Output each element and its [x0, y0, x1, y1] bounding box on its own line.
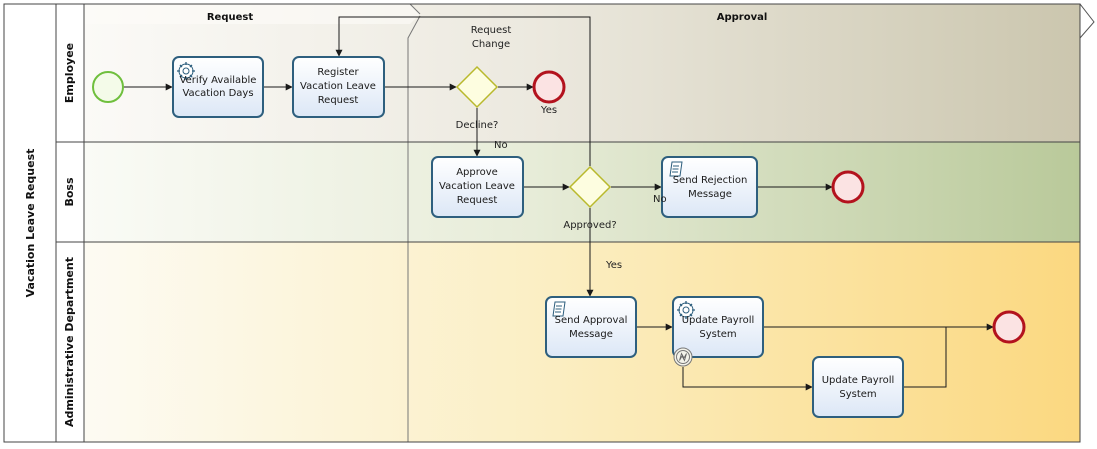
- phase-approval-label: Approval: [717, 12, 768, 23]
- pool-title: Vacation Leave Request: [24, 149, 37, 298]
- task-send-rejection-line2: Message: [688, 189, 732, 200]
- task-verify-line1: Verify Available: [180, 75, 257, 86]
- task-verify-line2: Vacation Days: [182, 88, 253, 99]
- flow-label-decline-yes: Yes: [540, 105, 557, 116]
- phase-request-label: Request: [207, 12, 253, 23]
- flow-payroll2-end: [903, 327, 947, 388]
- flow-label-request-change-line2: Change: [472, 39, 510, 50]
- task-send-rejection[interactable]: Send Rejection Message: [661, 156, 758, 218]
- phase-divider: [407, 15, 421, 442]
- lane-employee-title: Employee: [63, 43, 76, 103]
- task-update-payroll-fallback-line2: System: [839, 389, 876, 400]
- start-event[interactable]: [92, 71, 124, 103]
- gear-icon: [677, 301, 695, 319]
- task-update-payroll-primary-line2: System: [699, 329, 736, 340]
- approved-gateway-label: Approved?: [563, 220, 616, 231]
- task-register-line1: Register: [317, 67, 359, 78]
- task-register-request[interactable]: Register Vacation Leave Request: [292, 56, 385, 118]
- error-event-icon[interactable]: [673, 347, 693, 367]
- lane-admin-title: Administrative Department: [63, 257, 76, 427]
- task-approve-line3: Request: [457, 195, 498, 206]
- sequence-flows: [124, 16, 994, 391]
- end-event-declined[interactable]: [532, 70, 566, 104]
- task-register-line2: Vacation Leave: [300, 81, 376, 92]
- script-icon: [552, 301, 566, 317]
- task-register-line3: Request: [318, 95, 359, 106]
- flow-request-change: [335, 16, 591, 166]
- approved-gateway[interactable]: [568, 165, 612, 209]
- task-send-rejection-line1: Send Rejection: [673, 175, 748, 186]
- flow-label-request-change-line1: Request: [471, 25, 512, 36]
- gear-icon: [177, 62, 195, 80]
- end-event-rejected[interactable]: [831, 170, 865, 204]
- task-send-approval-line1: Send Approval: [555, 315, 628, 326]
- end-event-approved[interactable]: [992, 310, 1026, 344]
- task-verify-vacation-days[interactable]: Verify Available Vacation Days: [172, 56, 264, 118]
- decline-gateway[interactable]: [455, 65, 499, 109]
- task-send-approval[interactable]: Send Approval Message: [545, 296, 637, 358]
- flow-boundary-payroll2: [682, 367, 813, 391]
- task-approve-line2: Vacation Leave: [439, 181, 515, 192]
- task-send-approval-line2: Message: [569, 329, 613, 340]
- task-update-payroll-fallback[interactable]: Update Payroll System: [812, 356, 904, 418]
- task-update-payroll-primary[interactable]: Update Payroll System: [672, 296, 764, 358]
- flow-label-approved-yes: Yes: [605, 260, 622, 271]
- phase-request-header: Request: [84, 4, 420, 24]
- pool-frame: [3, 3, 1081, 443]
- task-approve-line1: Approve: [456, 167, 498, 178]
- decline-gateway-label: Decline?: [456, 120, 499, 131]
- task-approve-request[interactable]: Approve Vacation Leave Request: [431, 156, 524, 218]
- task-update-payroll-primary-line1: Update Payroll: [682, 315, 755, 326]
- task-update-payroll-fallback-line1: Update Payroll: [822, 375, 895, 386]
- script-icon: [669, 161, 683, 177]
- flow-label-decline-no: No: [494, 140, 508, 151]
- flow-label-approved-no: No: [653, 194, 667, 205]
- lane-boss-title: Boss: [63, 177, 76, 206]
